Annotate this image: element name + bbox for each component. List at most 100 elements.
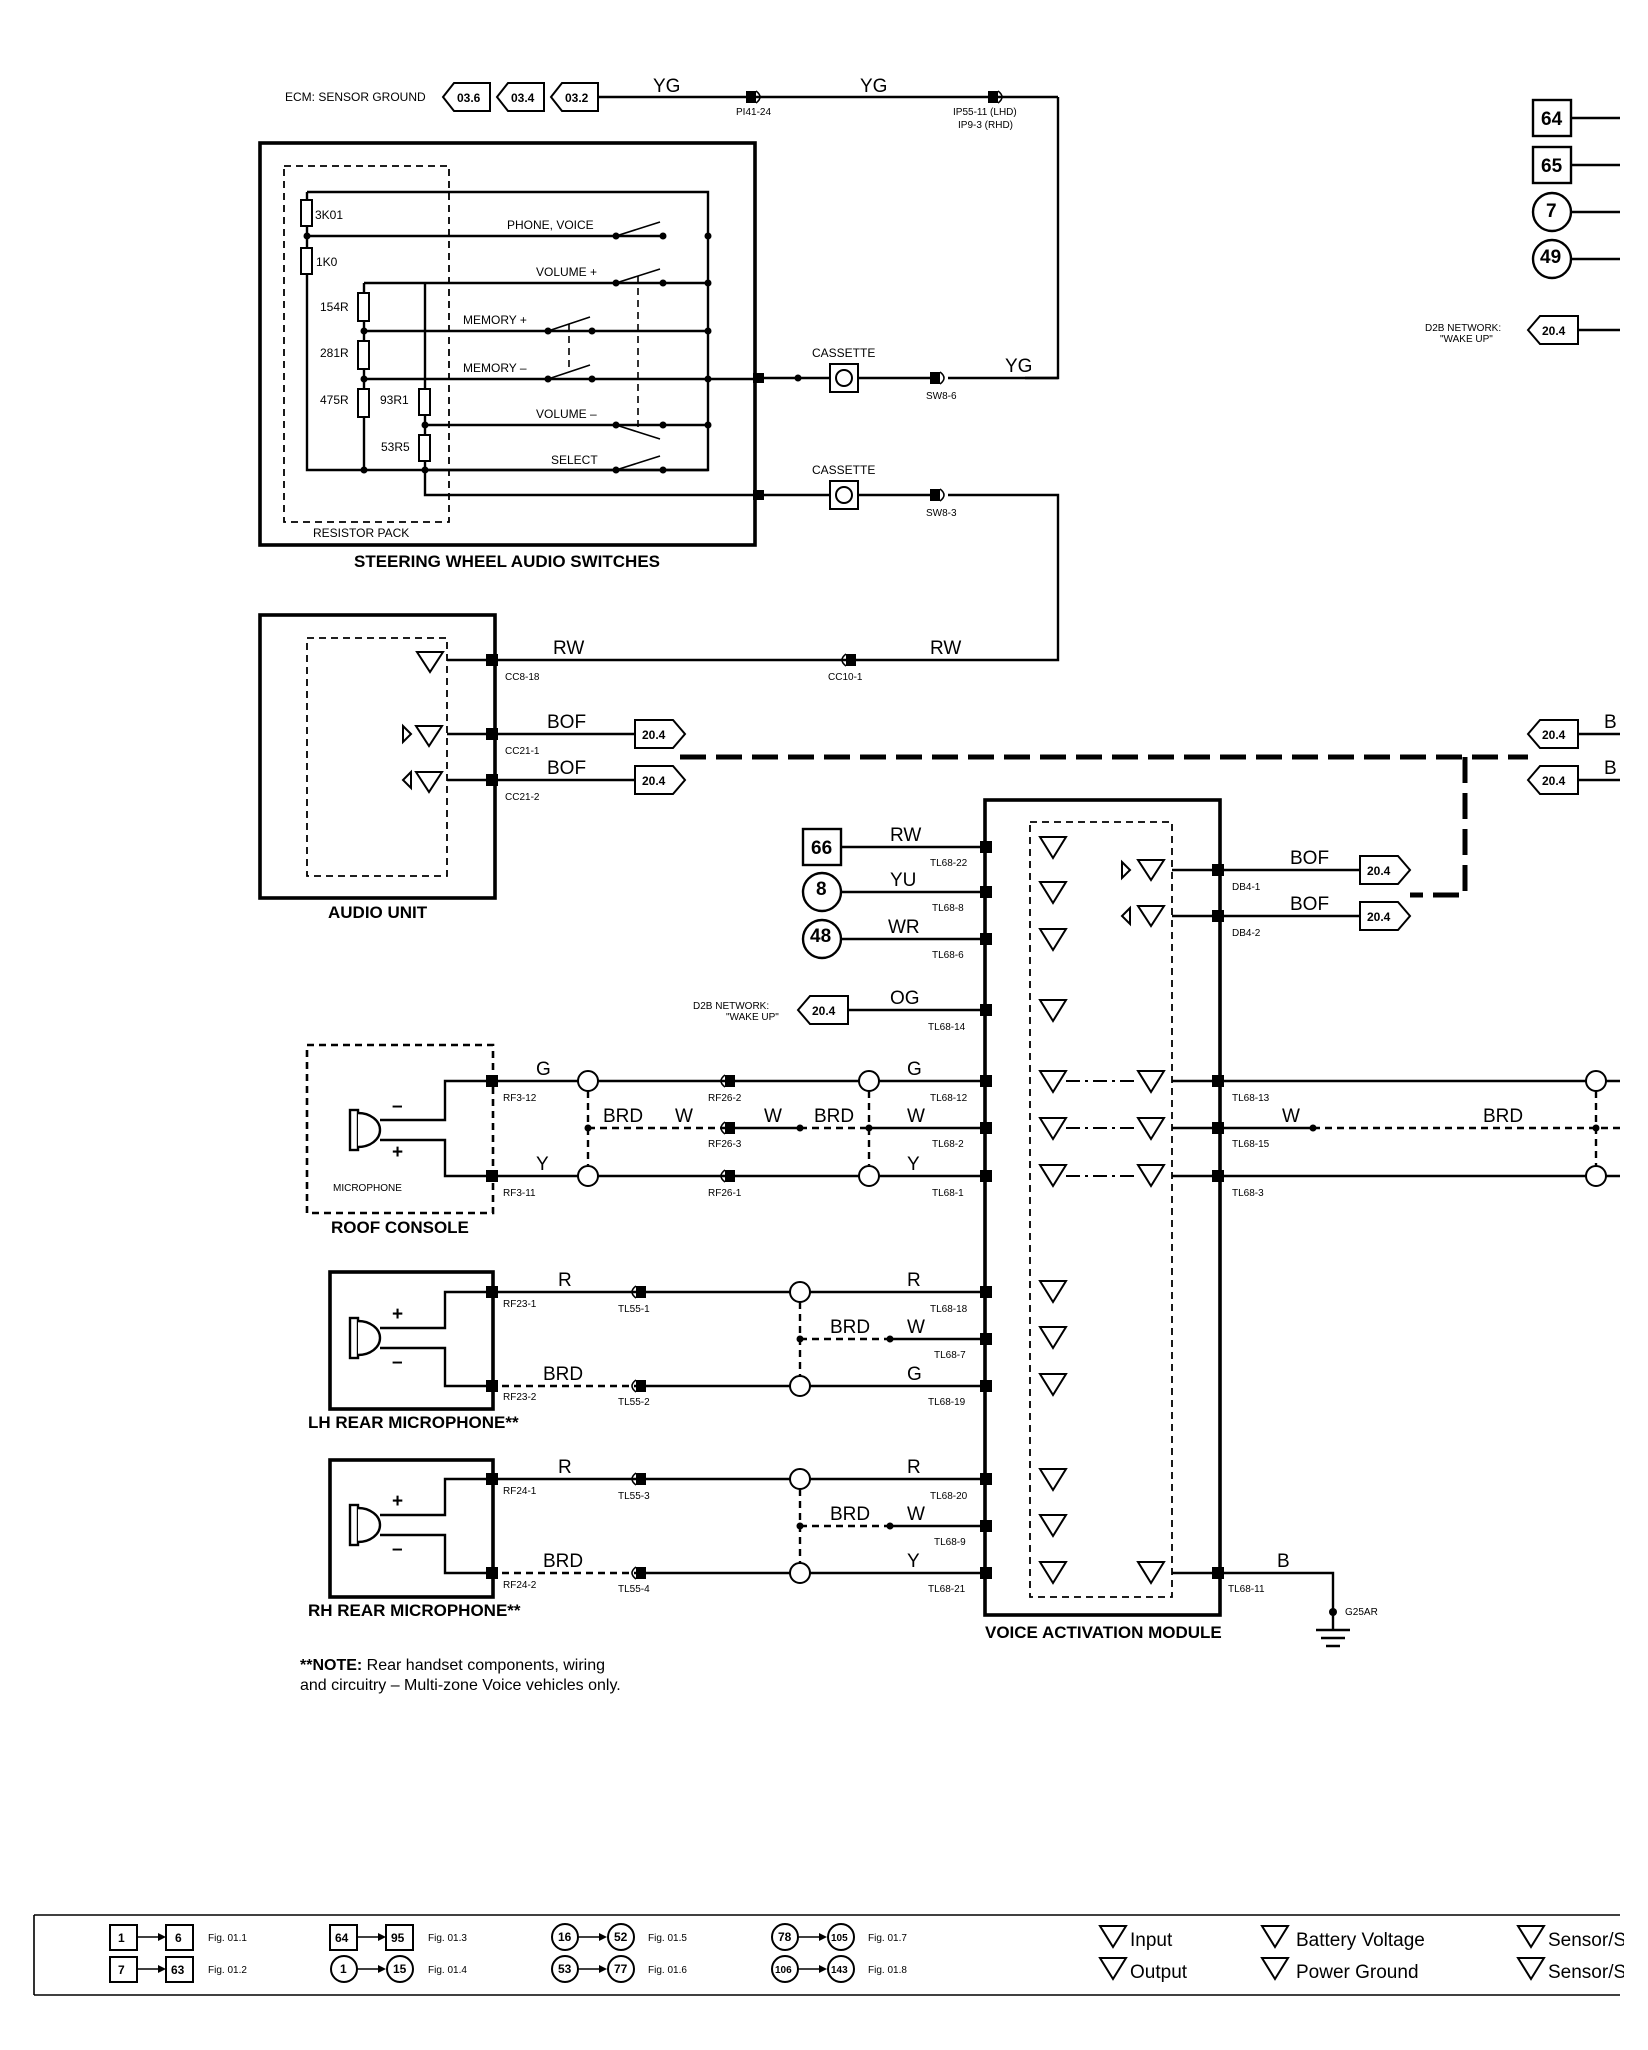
svg-text:Fig. 01.3: Fig. 01.3 <box>428 1933 467 1944</box>
svg-text:TL55-2: TL55-2 <box>618 1397 650 1408</box>
resistor-475r <box>357 388 370 418</box>
svg-text:RW: RW <box>930 638 961 659</box>
svg-text:Sensor/S: Sensor/S <box>1548 1930 1626 1951</box>
resistor-1k0 <box>300 247 313 275</box>
svg-text:BRD: BRD <box>1483 1106 1523 1127</box>
vam-pin-14: D2B NETWORK: "WAKE UP" 20.4 OG TL68-14 <box>693 988 992 1033</box>
svg-text:BRD: BRD <box>814 1106 854 1127</box>
svg-text:WR: WR <box>888 917 920 938</box>
svg-text:TL68-14: TL68-14 <box>928 1022 966 1033</box>
legend-input: Input <box>1098 1925 1173 1951</box>
d2b-wake-up-label-right: "WAKE UP" <box>1440 334 1493 345</box>
svg-text:BRD: BRD <box>603 1106 643 1127</box>
pi41-24-label: PI41-24 <box>736 107 771 118</box>
svg-text:48: 48 <box>810 926 831 947</box>
switch-select-label: SELECT <box>551 453 598 467</box>
splice-y-1 <box>577 1165 599 1187</box>
ref-square-65: 65 <box>1531 145 1620 185</box>
svg-text:BRD: BRD <box>543 1551 583 1572</box>
vam-pin-6: 48 WR TL68-6 <box>801 917 992 961</box>
svg-text:G: G <box>907 1059 922 1080</box>
svg-text:TL68-2: TL68-2 <box>932 1139 964 1150</box>
legend-square-64-95: 64 95 Fig. 01.3 <box>329 1924 467 1951</box>
svg-text:RF23-1: RF23-1 <box>503 1299 537 1310</box>
vam-pin-8: 8 YU TL68-8 <box>801 870 992 914</box>
ref-20-4-right-bus-1: 20.4 B <box>1526 712 1620 749</box>
svg-text:Fig. 01.7: Fig. 01.7 <box>868 1933 907 1944</box>
svg-text:Fig. 01.4: Fig. 01.4 <box>428 1965 467 1976</box>
svg-text:TL55-4: TL55-4 <box>618 1584 650 1595</box>
svg-text:BOF: BOF <box>1290 848 1329 869</box>
roof-microphone-icon: – + <box>348 1096 403 1163</box>
ref-20-4-vam-2: 20.4 <box>1359 901 1412 931</box>
input-symbol-audio <box>415 651 445 674</box>
svg-text:1: 1 <box>118 1931 125 1945</box>
svg-text:B: B <box>1277 1551 1290 1572</box>
roof-console-box <box>305 1043 495 1215</box>
legend-square-7-63: 7 63 Fig. 01.2 <box>109 1956 247 1983</box>
svg-text:20.4: 20.4 <box>812 1004 836 1018</box>
svg-text:20.4: 20.4 <box>642 774 666 788</box>
rh-microphone-icon: + – <box>348 1491 403 1560</box>
svg-text:BOF: BOF <box>547 712 586 733</box>
resistor-pack-box <box>283 165 450 523</box>
svg-text:7: 7 <box>118 1963 125 1977</box>
ref-20-4-audio-1: 20.4 <box>634 719 687 749</box>
svg-text:+: + <box>392 1491 403 1512</box>
switch-volume-plus-label: VOLUME + <box>536 265 597 279</box>
svg-text:Y: Y <box>907 1154 920 1175</box>
svg-text:TL68-7: TL68-7 <box>934 1350 966 1361</box>
svg-text:475R: 475R <box>320 393 349 407</box>
svg-text:+: + <box>392 1142 403 1163</box>
resistor-pack-label: RESISTOR PACK <box>313 526 409 540</box>
wire-yg-label-3: YG <box>1005 356 1032 377</box>
svg-text:TL68-9: TL68-9 <box>934 1537 966 1548</box>
svg-text:–: – <box>392 1096 403 1117</box>
legend-sensor-2: Sensor/S <box>1516 1957 1626 1983</box>
voice-activation-module-box <box>983 798 1222 1617</box>
svg-text:TL68-20: TL68-20 <box>930 1491 968 1502</box>
svg-text:03.4: 03.4 <box>511 91 535 105</box>
lh-rear-microphone-title: LH REAR MICROPHONE** <box>308 1413 519 1432</box>
voice-activation-module-title: VOICE ACTIVATION MODULE <box>985 1623 1222 1642</box>
sw8-3-label: SW8-3 <box>926 508 957 519</box>
rh-rear-microphone-box <box>328 1458 495 1599</box>
legend-circle-78-105: 78 105 Fig. 01.7 <box>771 1923 907 1951</box>
svg-text:TL68-22: TL68-22 <box>930 858 968 869</box>
svg-text:CC21-2: CC21-2 <box>505 792 540 803</box>
svg-text:G: G <box>536 1059 551 1080</box>
svg-text:W: W <box>907 1504 925 1525</box>
d2b-network-label-right: D2B NETWORK: <box>1425 323 1501 334</box>
legend-power-ground: Power Ground <box>1260 1957 1419 1983</box>
roof-console-title: ROOF CONSOLE <box>331 1218 469 1237</box>
wire-yg-label-2: YG <box>860 76 887 97</box>
resistor-93r1 <box>418 388 431 416</box>
splice-y-2 <box>858 1165 880 1187</box>
svg-text:CC10-1: CC10-1 <box>828 672 863 683</box>
svg-text:RW: RW <box>553 638 584 659</box>
svg-text:154R: 154R <box>320 300 349 314</box>
svg-text:Fig. 01.1: Fig. 01.1 <box>208 1933 247 1944</box>
svg-text:Y: Y <box>536 1154 549 1175</box>
svg-text:W: W <box>1282 1106 1300 1127</box>
svg-text:OG: OG <box>890 988 920 1009</box>
cassette-label-1: CASSETTE <box>812 346 875 360</box>
svg-text:RF26-1: RF26-1 <box>708 1188 742 1199</box>
svg-text:W: W <box>907 1317 925 1338</box>
svg-text:D2B NETWORK:: D2B NETWORK: <box>693 1001 769 1012</box>
svg-text:R: R <box>558 1457 572 1478</box>
lh-microphone-icon: + – <box>348 1304 403 1373</box>
splice-g-1 <box>577 1070 599 1092</box>
svg-text:RF26-2: RF26-2 <box>708 1093 742 1104</box>
microphone-label: MICROPHONE <box>333 1183 402 1194</box>
svg-text:52: 52 <box>614 1930 628 1944</box>
svg-text:Input: Input <box>1130 1930 1173 1951</box>
svg-text:BRD: BRD <box>830 1504 870 1525</box>
svg-text:RF24-1: RF24-1 <box>503 1486 537 1497</box>
svg-text:RF24-2: RF24-2 <box>503 1580 537 1591</box>
svg-text:R: R <box>907 1457 921 1478</box>
resistor-154r <box>357 292 370 322</box>
svg-text:G: G <box>907 1364 922 1385</box>
svg-text:R: R <box>558 1270 572 1291</box>
svg-text:143: 143 <box>831 1965 848 1976</box>
